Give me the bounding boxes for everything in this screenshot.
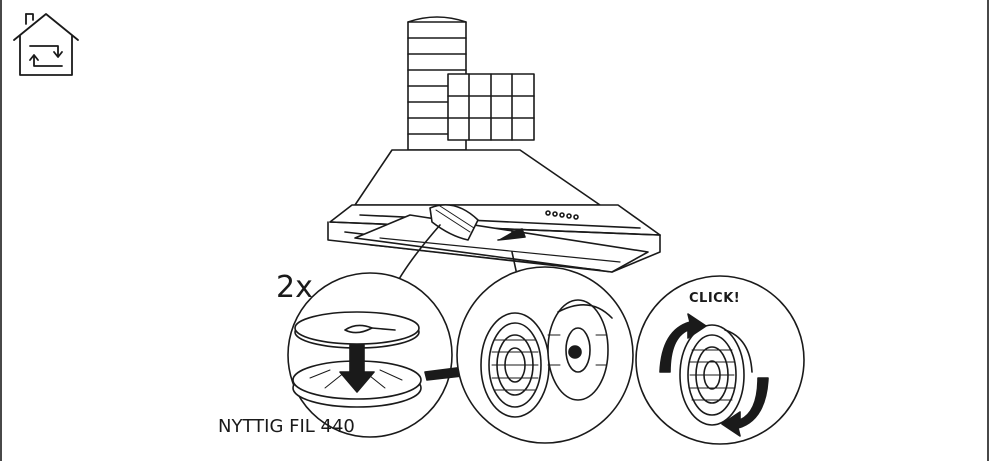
click-sound-label: CLICK! [689, 291, 741, 306]
filter-product-name: NYTTIG FIL 440 [218, 416, 355, 437]
wall-tile-grid [447, 73, 535, 141]
cooker-hood-canopy [327, 149, 661, 273]
cooker-hood-underside [354, 204, 649, 273]
callout-twist-lock [635, 275, 805, 445]
callout-fit-filter [456, 266, 634, 444]
callout-filter-parts [287, 272, 453, 438]
filter-quantity-label: 2x [276, 270, 313, 305]
hood-insert-arrow [497, 228, 526, 241]
house-recirculation-icon [13, 13, 79, 76]
